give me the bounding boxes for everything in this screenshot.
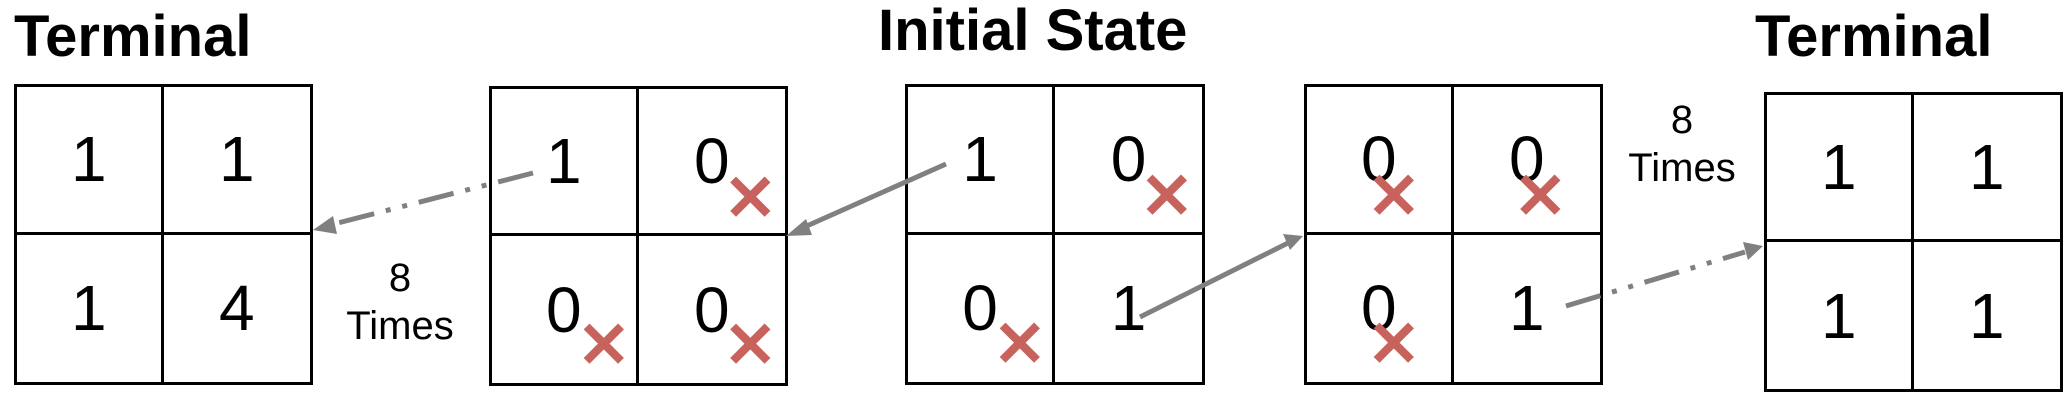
- grid-cell: 0 ✕: [638, 89, 785, 236]
- grid-cell: 0 ✕: [908, 234, 1055, 382]
- cell-value: 0: [1360, 272, 1397, 345]
- title-terminal-left: Terminal: [14, 4, 252, 69]
- cell-value: 0: [693, 273, 730, 346]
- cross-mark-icon: ✕: [577, 309, 631, 381]
- grid-right-terminal: 1 1 1 1: [1764, 92, 2063, 392]
- title-terminal-right: Terminal: [1755, 4, 1993, 69]
- cell-value: 1: [70, 123, 107, 196]
- grid-right-step: 0 ✕ 0 ✕ 0 ✕ 1: [1304, 84, 1603, 385]
- cross-mark-icon: ✕: [993, 307, 1047, 380]
- grid-cell: 1: [163, 87, 310, 235]
- repeat-label-right: 8 Times: [1612, 96, 1752, 192]
- cross-mark-icon: ✕: [723, 162, 778, 234]
- arrow-left-step-to-terminal: [313, 170, 534, 234]
- grid-cell: 0 ✕: [1055, 87, 1202, 235]
- cell-value: 1: [545, 125, 582, 197]
- repeat-count: 8: [1670, 98, 1694, 142]
- cell-value: 1: [70, 272, 107, 345]
- cell-value: 0: [693, 125, 730, 197]
- cross-mark-icon: ✕: [723, 309, 778, 381]
- grid-cell: 1: [1767, 242, 1914, 389]
- grid-cell: 0 ✕: [1307, 234, 1454, 382]
- grid-cell: 0 ✕: [639, 236, 786, 383]
- repeat-label-left: 8 Times: [330, 254, 470, 350]
- arrow-initial-to-left-step: [786, 161, 948, 236]
- grid-cell: 4: [164, 235, 311, 383]
- cell-value: 1: [1968, 279, 2005, 352]
- grid-cell: 1: [1914, 242, 2061, 389]
- cross-mark-icon: ✕: [1367, 307, 1421, 380]
- grid-cell: 1: [908, 87, 1055, 235]
- grid-initial-state: 1 0 ✕ 0 ✕ 1: [905, 84, 1205, 385]
- grid-cell: 1: [492, 89, 639, 236]
- cross-mark-icon: ✕: [1367, 160, 1421, 232]
- cell-value: 1: [962, 123, 998, 196]
- grid-cell: 0 ✕: [1307, 87, 1454, 235]
- cell-value: 0: [962, 272, 998, 345]
- cell-value: 0: [1110, 123, 1147, 196]
- grid-cell: 1: [1454, 235, 1601, 383]
- cross-mark-icon: ✕: [1513, 160, 1568, 232]
- cell-value: 0: [545, 273, 582, 346]
- cell-value: 1: [218, 123, 255, 196]
- cell-value: 1: [1110, 272, 1147, 345]
- grid-cell: 1: [1767, 95, 1914, 242]
- repeat-word: Times: [346, 304, 454, 348]
- arrow-right-step-to-terminal: [1565, 242, 1763, 309]
- grid-left-terminal: 1 1 1 4: [14, 84, 313, 385]
- cell-value: 0: [1360, 123, 1397, 196]
- cell-value: 1: [1820, 131, 1857, 203]
- cell-value: 1: [1820, 279, 1857, 352]
- arrow-initial-to-right-step: [1138, 234, 1303, 320]
- cell-value: 0: [1508, 123, 1545, 196]
- repeat-count: 8: [388, 256, 412, 300]
- cell-value: 4: [218, 272, 255, 345]
- cell-value: 1: [1508, 272, 1545, 345]
- grid-cell: 1: [1055, 235, 1202, 383]
- grid-cell: 1: [17, 234, 164, 382]
- grid-left-step: 1 0 ✕ 0 ✕ 0 ✕: [489, 86, 788, 386]
- grid-cell: 1: [1913, 95, 2060, 242]
- cross-mark-icon: ✕: [1140, 160, 1194, 232]
- title-initial-state: Initial State: [878, 0, 1188, 63]
- grid-cell: 0 ✕: [1453, 87, 1600, 235]
- grid-cell: 1: [17, 87, 164, 235]
- grid-cell: 0 ✕: [492, 236, 639, 383]
- repeat-word: Times: [1628, 146, 1736, 190]
- cell-value: 1: [1968, 131, 2005, 203]
